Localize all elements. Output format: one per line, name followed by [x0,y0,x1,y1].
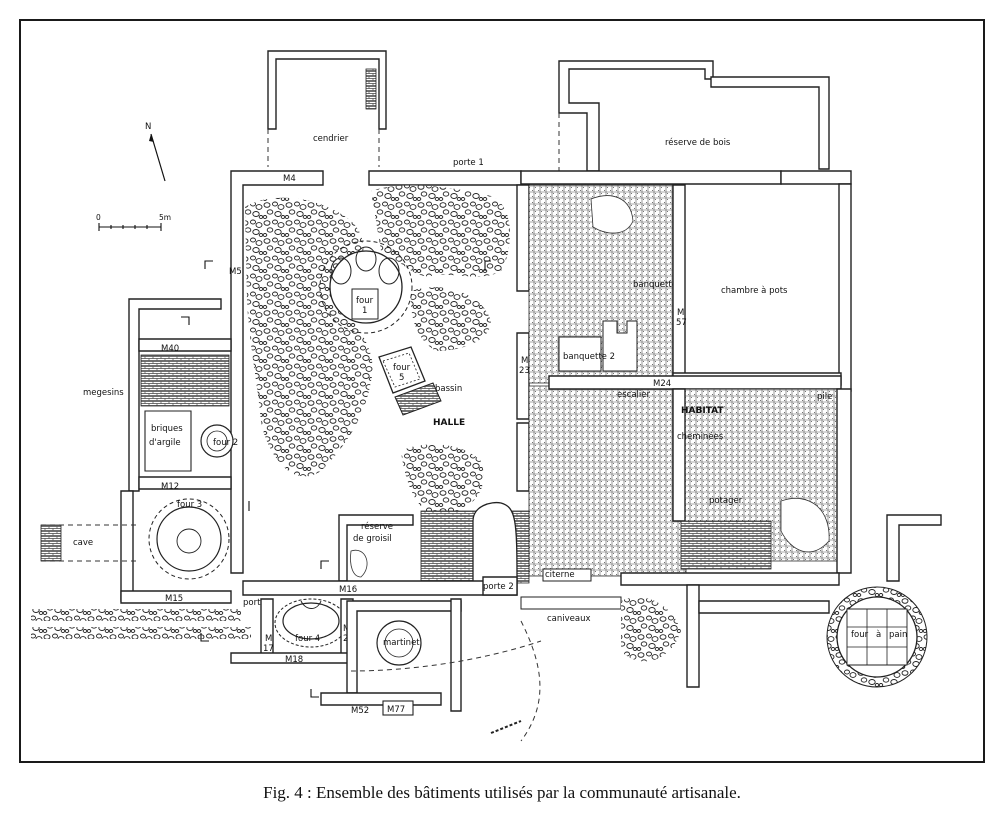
d-argile-label: d'argile [149,438,181,448]
potager-label: potager [709,496,743,506]
left-annex: M40 megesins briques d'argile four 2 M12… [40,298,238,604]
four1-label: four [356,296,374,306]
m12-label: M12 [161,482,179,492]
halle-walls: porte 1 M4 M5 [229,158,852,574]
brick-workshop: banquette 2 banquette M 23 [420,184,687,584]
halle-stone-floor: HALLE [245,185,511,516]
pile-label: pile [817,392,832,402]
m40-label: M40 [161,344,179,354]
rubble-band [31,609,251,639]
porte3-label: porte 3 [243,598,274,608]
banquette-label: banquette [633,280,677,290]
four2-label: four 2 [213,438,238,448]
m17-label: M [265,634,272,644]
scale-bar: 0 5m [96,213,171,231]
four-a-pain: four à pain [826,586,928,688]
reserve-de-groisil2-label: de groisil [353,534,392,544]
plan-frame: N 0 5m cendrier réserve de bois porte 1 … [19,19,985,763]
four-a-pain-a-label: à [876,630,881,640]
escalier-label: escalier [617,390,650,400]
cendrier-label: cendrier [313,134,349,144]
cave-label: cave [73,538,93,548]
four-5: four 5 bassin [378,346,462,416]
scale-zero-label: 0 [96,213,101,222]
porte1-label: porte 1 [453,158,484,168]
briques-label: briques [151,424,183,434]
banquette2-label: banquette 2 [563,352,615,362]
four-a-pain-label: four [851,630,869,640]
citerne-label: citerne [545,570,575,580]
site-plan: N 0 5m cendrier réserve de bois porte 1 … [31,50,942,742]
m17-num-label: 17 [263,644,274,654]
habitat-room: HABITAT pile cheminées potager [672,388,852,574]
north-label: N [145,122,151,132]
caniveaux-label: caniveaux [547,614,591,624]
reserve-de-bois-room: réserve de bois [558,60,830,172]
halle-label: HALLE [433,418,465,428]
reserve-de-groisil-room: réserve de groisil [338,514,414,582]
martinet-label: martinet [383,638,420,648]
section-arrow-icons [181,260,491,698]
m77-label: M77 [387,705,405,715]
chambre-a-pots-label: chambre à pots [721,286,788,296]
bassin-label: bassin [435,384,462,394]
four-a-pain-pain-label: pain [889,630,907,640]
m57-label: M [677,308,684,318]
m15-label: M15 [165,594,183,604]
cheminees-label: cheminées [677,431,724,442]
figure-caption: Fig. 4 : Ensemble des bâtiments utilisés… [263,783,741,802]
m24-label: M24 [653,379,671,389]
south-walls: M16 porte 2 citerne caniveaux [242,568,840,742]
chambre-a-pots-room: chambre à pots M 57 [672,184,842,386]
four5-label: four [393,363,411,373]
m5-label: M5 [229,267,242,277]
four3-label: four 3 [177,500,202,510]
m23-num-label: 23 [519,366,530,376]
reserve-de-groisil-label: réserve [361,521,393,532]
north-arrow-icon: N [145,122,166,182]
south-east-rooms [621,514,942,688]
m4-label: M4 [283,174,296,184]
megesins-label: megesins [83,388,124,398]
m52-label: M52 [351,706,369,716]
m57-num-label: 57 [676,318,687,328]
martinet-area: martinet M52 M77 [320,598,542,716]
habitat-label: HABITAT [681,406,724,416]
reserve-de-bois-label: réserve de bois [665,137,731,148]
four4-label: four 4 [295,634,320,644]
four-4-area: porte 3 four 4 M 17 M 25 M18 [230,598,354,665]
m23-label: M [521,356,528,366]
m16-label: M16 [339,585,357,595]
four-1: four 1 [319,240,413,334]
four1-num-label: 1 [362,306,367,316]
cendrier-room: cendrier [267,50,387,167]
m18-label: M18 [285,655,303,665]
scale-5m-label: 5m [159,213,171,222]
four5-num-label: 5 [399,373,404,383]
porte2-label: porte 2 [483,582,514,592]
